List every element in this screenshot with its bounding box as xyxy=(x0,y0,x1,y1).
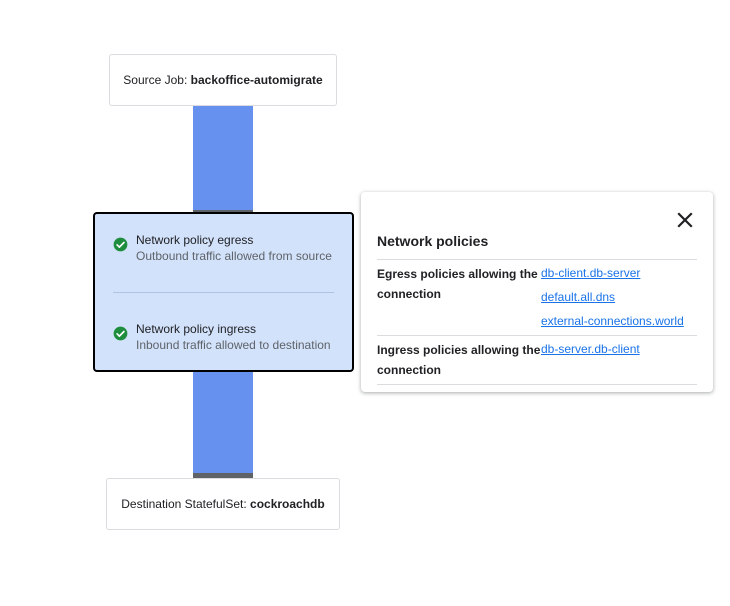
ingress-policies-row: Ingress policies allowing the connection… xyxy=(377,335,697,385)
egress-policies-label: Egress policies allowing the connection xyxy=(377,267,538,301)
destination-name: cockroachdb xyxy=(250,497,325,511)
flow-connector-bottom xyxy=(193,370,253,478)
egress-policies-row: Egress policies allowing the connection … xyxy=(377,259,697,335)
policy-link[interactable]: external-connections.world xyxy=(541,314,684,328)
divider xyxy=(113,292,334,293)
source-name: backoffice-automigrate xyxy=(190,73,323,87)
check-egress-title: Network policy egress xyxy=(136,233,254,247)
policy-link[interactable]: default.all.dns xyxy=(541,290,616,304)
check-ingress-subtitle: Inbound traffic allowed to destination xyxy=(136,338,331,352)
close-icon[interactable] xyxy=(677,212,693,228)
source-label: Source Job: xyxy=(123,73,188,87)
policy-link[interactable]: db-server.db-client xyxy=(541,342,640,356)
check-ingress: Network policy ingress Inbound traffic a… xyxy=(113,322,331,353)
check-circle-icon xyxy=(113,237,128,252)
source-node[interactable]: Source Job: backoffice-automigrate xyxy=(109,54,337,106)
destination-node[interactable]: Destination StatefulSet: cockroachdb xyxy=(106,478,340,530)
check-egress: Network policy egress Outbound traffic a… xyxy=(113,233,332,264)
ingress-policies-label: Ingress policies allowing the connection xyxy=(377,343,541,377)
flow-connector-cap xyxy=(193,473,253,478)
policy-checks-box[interactable]: Network policy egress Outbound traffic a… xyxy=(93,212,354,372)
network-policies-panel: Network policies Egress policies allowin… xyxy=(361,192,713,392)
check-ingress-title: Network policy ingress xyxy=(136,322,257,336)
flow-connector-top xyxy=(193,105,253,215)
destination-label: Destination StatefulSet: xyxy=(121,497,247,511)
panel-title: Network policies xyxy=(377,233,489,249)
check-egress-subtitle: Outbound traffic allowed from source xyxy=(136,249,332,263)
check-circle-icon xyxy=(113,326,128,341)
policy-table: Egress policies allowing the connection … xyxy=(377,259,697,385)
policy-link[interactable]: db-client.db-server xyxy=(541,266,641,280)
